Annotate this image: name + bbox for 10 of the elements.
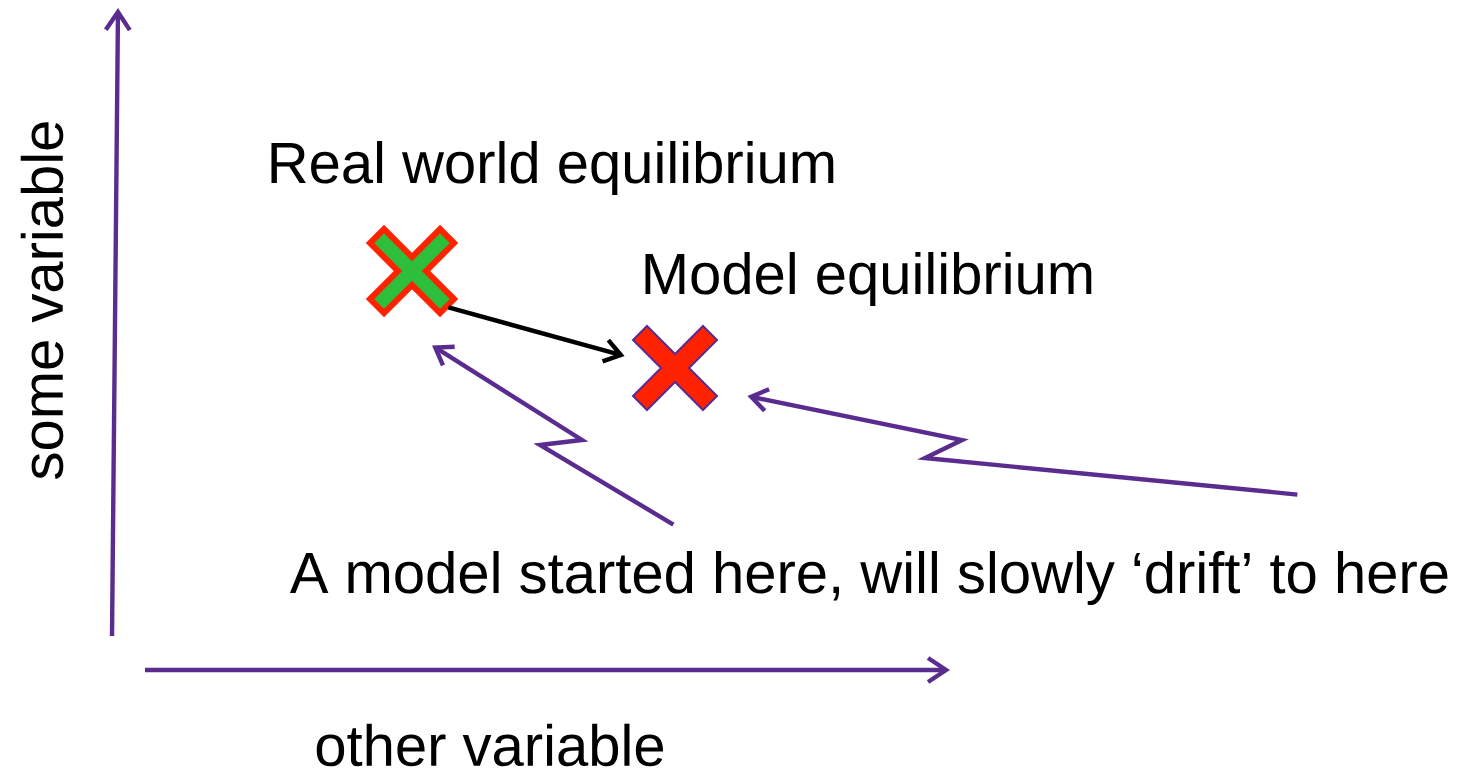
axis-label: some variable [20, 122, 64, 479]
axis-label: other variable [316, 723, 663, 767]
text-label: Real world equilibrium [271, 140, 834, 196]
cross-marker [365, 224, 459, 318]
arrow [747, 387, 1298, 497]
arrow [447, 305, 625, 364]
arrow [432, 344, 675, 527]
text-label: Model equilibrium [645, 251, 1092, 307]
cross-marker [631, 324, 719, 412]
text-label: A model started here, will slowly ‘drift’ to here [289, 550, 1448, 606]
